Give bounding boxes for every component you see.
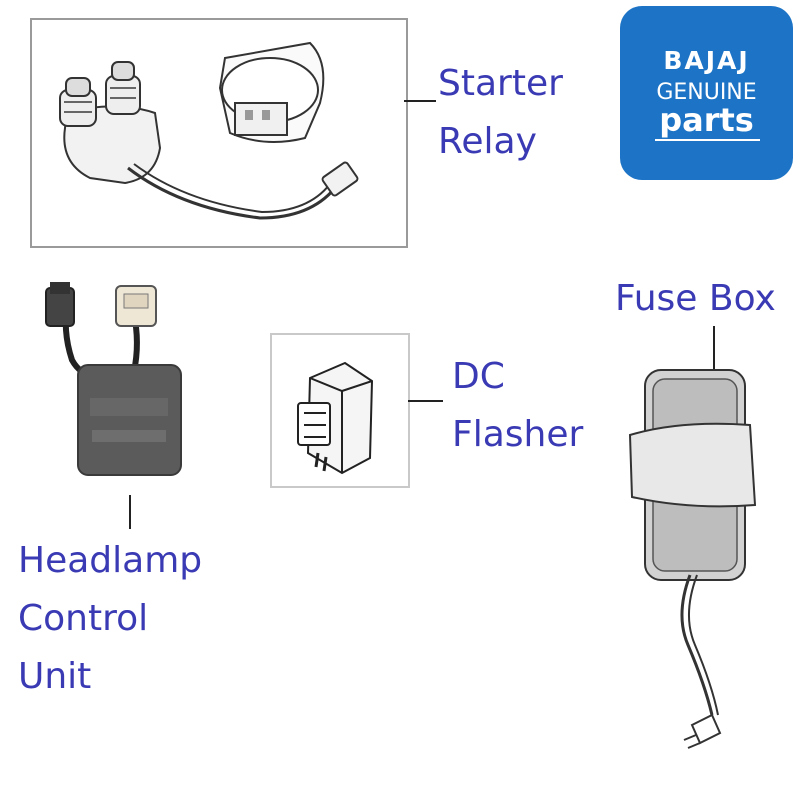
- logo-brand: BAJAJ: [663, 46, 750, 75]
- headlamp-control-unit-illustration: [45, 282, 182, 476]
- fuse-box-leader: [713, 326, 715, 370]
- dc-flasher-illustration: [297, 361, 374, 475]
- headlamp-control-unit-label: Headlamp Control Unit: [18, 540, 203, 697]
- fuse-box-illustration: [628, 369, 757, 749]
- logo-underline: [655, 139, 760, 141]
- dc-flasher-leader: [408, 400, 443, 402]
- dc-flasher-label: DC Flasher: [452, 356, 584, 455]
- fuse-box-label: Fuse Box: [615, 278, 776, 319]
- headlamp-leader: [129, 495, 131, 529]
- bajaj-genuine-parts-logo: BAJAJ GENUINE parts: [620, 6, 793, 180]
- starter-relay-label: Starter Relay: [438, 63, 563, 162]
- starter-relay-leader: [404, 100, 436, 102]
- logo-genuine: GENUINE: [656, 80, 757, 105]
- starter-relay-illustration: [59, 41, 359, 220]
- logo-parts: parts: [659, 101, 754, 139]
